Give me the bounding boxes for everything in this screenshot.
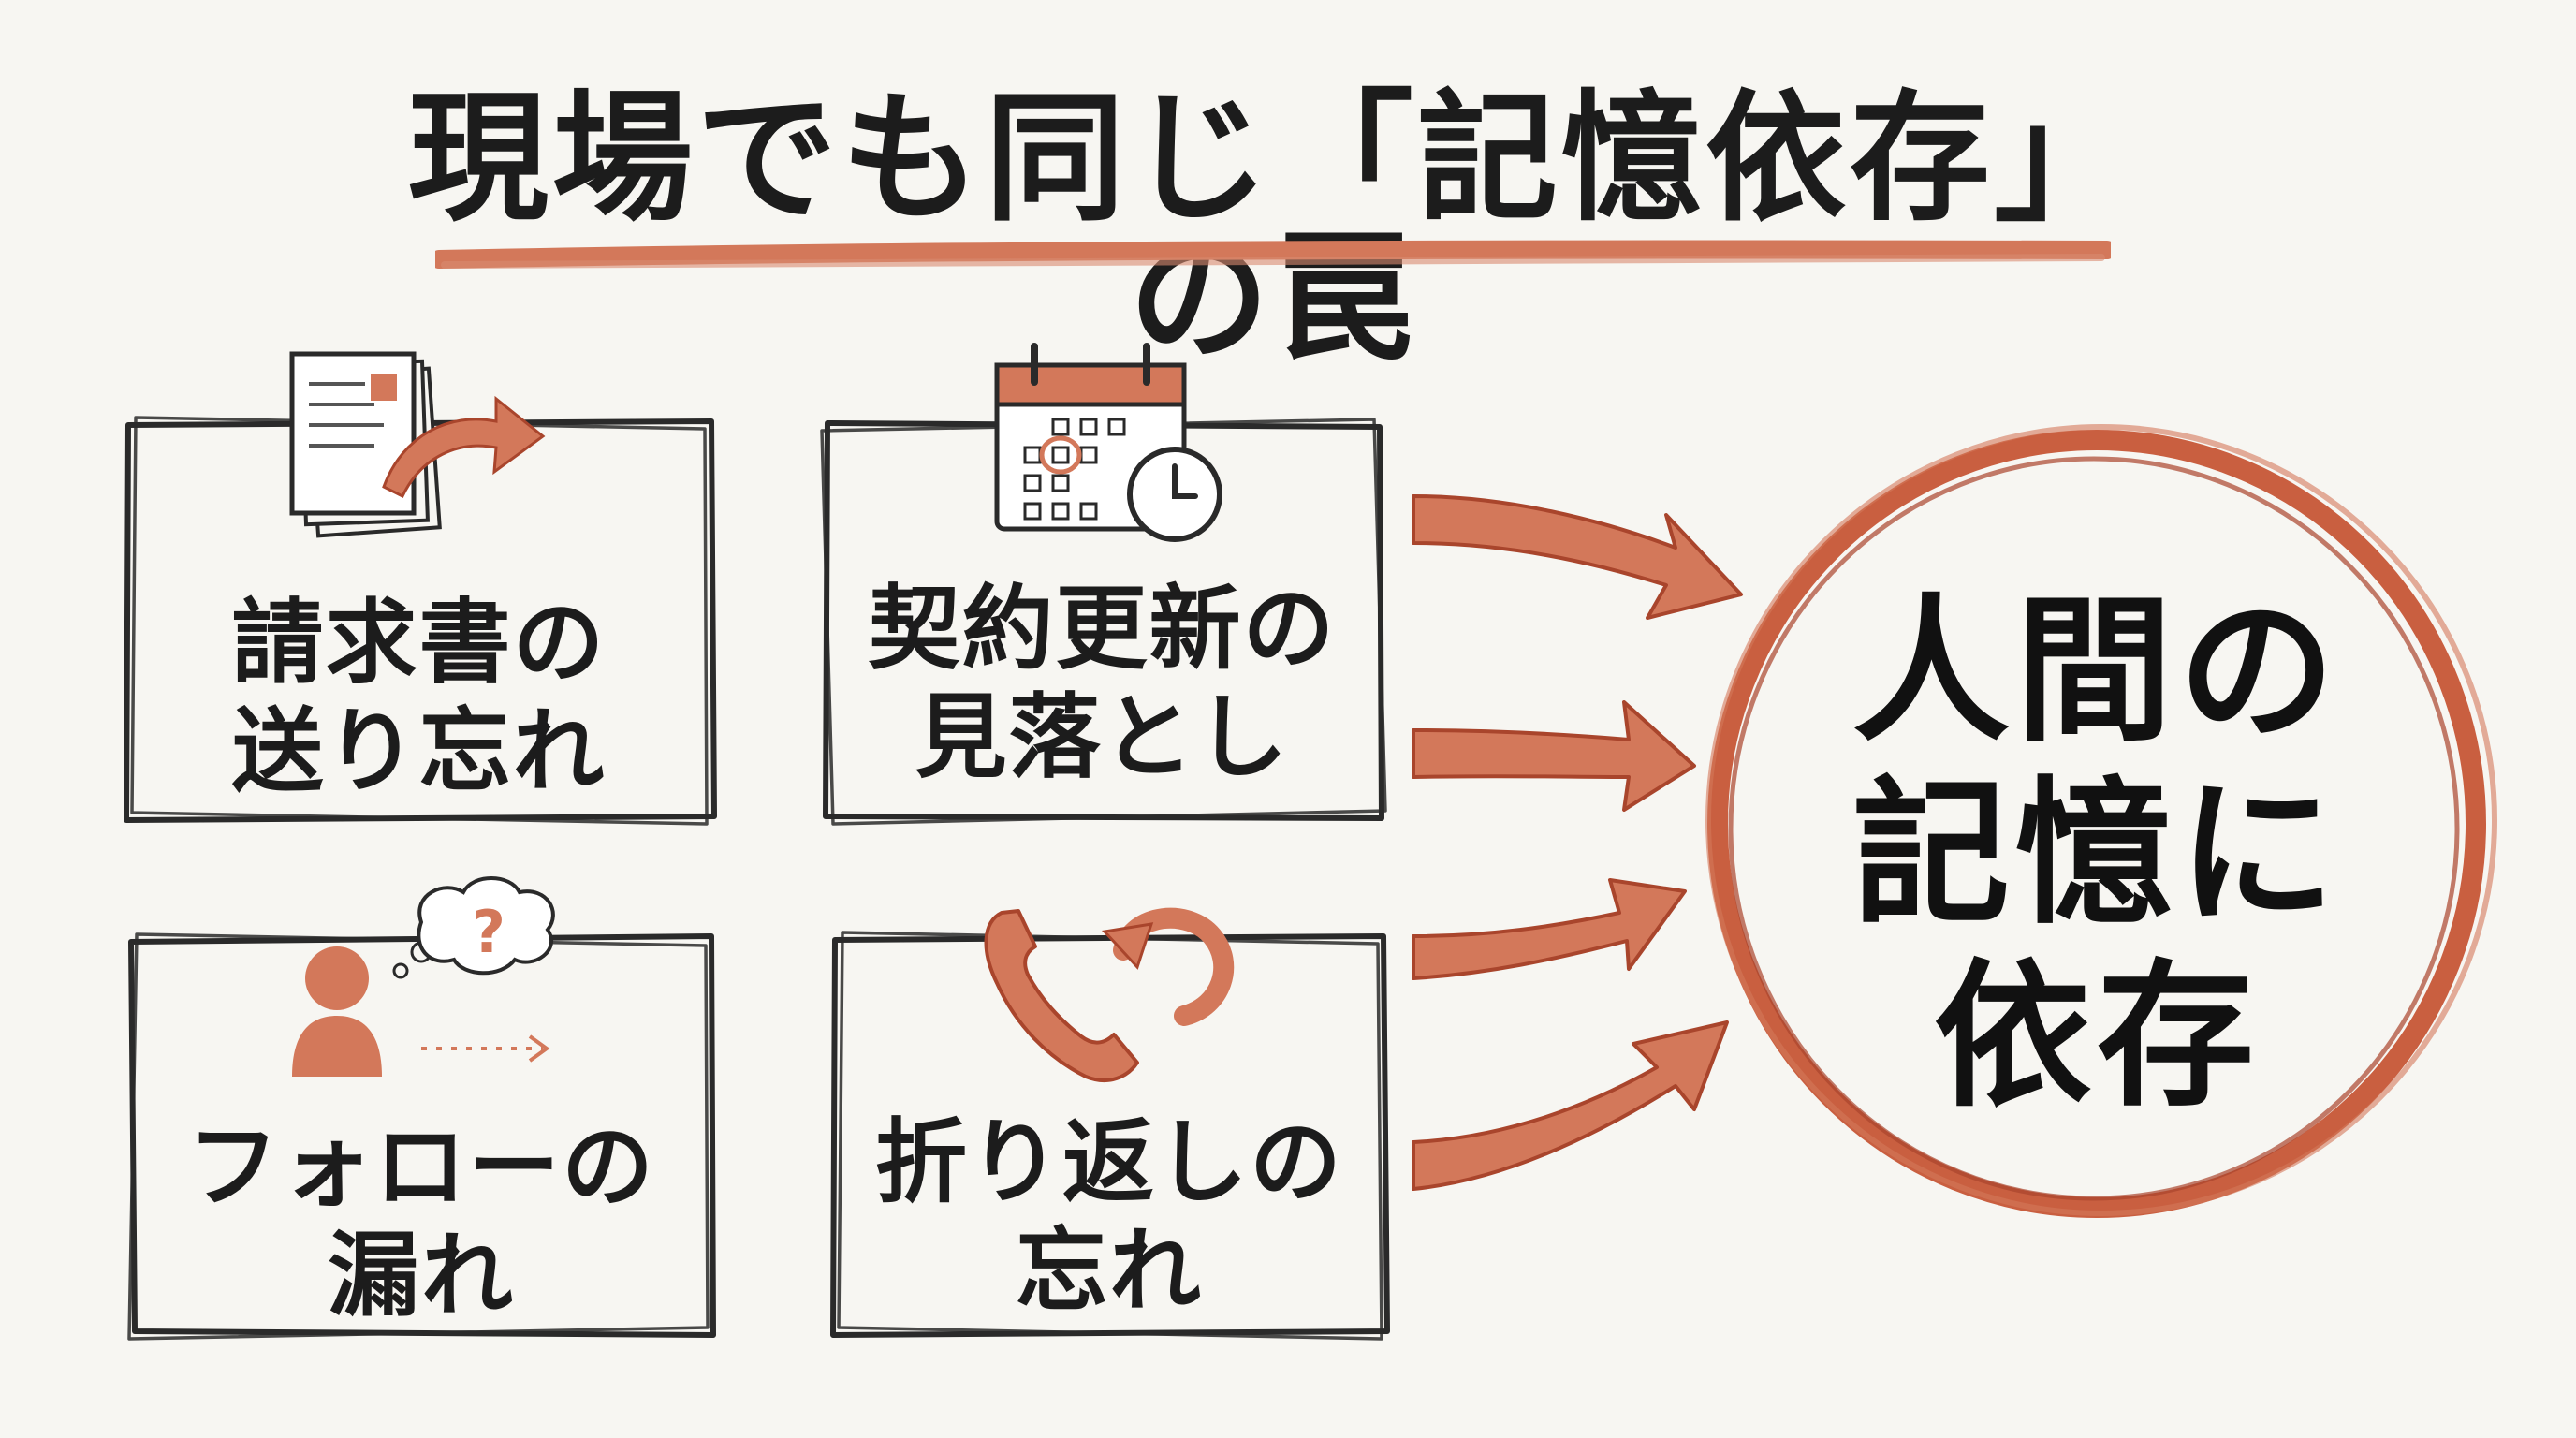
box-label-line: 忘れ: [1015, 1217, 1203, 1325]
person-question-icon: ?: [292, 876, 555, 1077]
box-label: 折り返しの 忘れ: [824, 1109, 1395, 1326]
arrows-group: [1412, 494, 1743, 1191]
arrow-4: [1412, 1020, 1729, 1191]
box-label-line: 請求書の: [231, 590, 607, 697]
box-label: 契約更新の 見落とし: [814, 576, 1390, 792]
box-label-line: 見落とし: [915, 683, 1290, 791]
box-label-line: フォローの: [186, 1114, 655, 1221]
circle-outline: [1705, 424, 2497, 1218]
box-label: 請求書の 送り忘れ: [117, 590, 721, 806]
svg-text:?: ?: [472, 898, 505, 966]
box-callback: 折り返しの 忘れ: [824, 927, 1395, 1343]
title-underline: [435, 240, 2111, 269]
box-label-line: 漏れ: [327, 1222, 515, 1329]
box-follow-up: フォローの 漏れ: [122, 927, 721, 1343]
box-label-line: 送り忘れ: [231, 697, 607, 805]
arrow-2: [1412, 700, 1696, 812]
phone-callback-icon: [984, 907, 1235, 1082]
arrow-3: [1412, 878, 1687, 980]
memory-dependence-circle: 人間の 記憶に 依存: [1676, 403, 2518, 1245]
calendar-clock-icon: [994, 343, 1222, 542]
page-title: 現場でも同じ「記憶依存」の罠: [407, 78, 2138, 381]
invoice-send-icon: [289, 351, 546, 538]
center-label: 人間の 記憶に 依存: [1676, 580, 2518, 1128]
center-label-line: 記憶に: [1852, 761, 2341, 946]
arrow-1: [1412, 494, 1743, 620]
box-frame: [820, 418, 1387, 826]
box-label-line: 折り返しの: [874, 1109, 1343, 1216]
box-invoice: 請求書の 送り忘れ: [117, 412, 721, 829]
center-label-line: 人間の: [1852, 580, 2341, 763]
box-label-line: 契約更新の: [868, 576, 1337, 682]
center-label-line: 依存: [1934, 944, 2260, 1128]
box-contract-renewal: 契約更新の 見落とし: [814, 412, 1390, 829]
box-label: フォローの 漏れ: [122, 1114, 721, 1330]
